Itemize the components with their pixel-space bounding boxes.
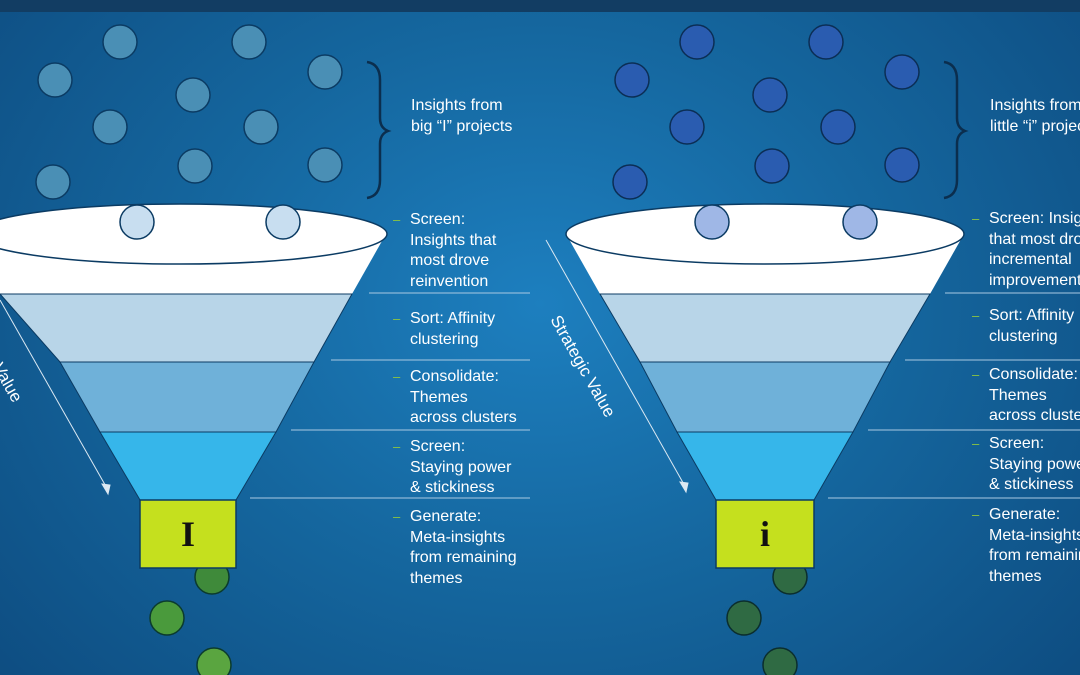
right-input-dots <box>612 24 920 200</box>
right-rim-dot <box>694 204 730 240</box>
stage-label: Consolidate: Themes across clusters <box>410 368 517 426</box>
input-dot <box>37 62 73 98</box>
input-dot <box>820 109 856 145</box>
left-funnel-band-3 <box>59 361 315 433</box>
input-dot <box>614 62 650 98</box>
right-stage-5: –Generate: Meta-insights from remaining … <box>972 505 1080 587</box>
right-source-label: Insights from little “i” projects <box>990 97 1080 135</box>
input-dot <box>808 24 844 60</box>
left-rim-dot <box>265 204 301 240</box>
input-dot <box>35 164 71 200</box>
stage-label: Generate: Meta-insights from remaining t… <box>989 506 1080 585</box>
stage-label: Screen: Staying power & stickiness <box>989 435 1080 493</box>
left-brace <box>366 60 392 200</box>
right-axis-arrow <box>545 239 689 494</box>
right-funnel-band-4 <box>676 431 854 501</box>
output-dot <box>149 600 185 636</box>
right-stage-4: –Screen: Staying power & stickiness <box>972 434 1080 496</box>
right-funnel-band-2 <box>599 293 931 363</box>
right-stem <box>715 499 815 569</box>
left-input-dots <box>35 24 343 200</box>
input-dot <box>102 24 138 60</box>
left-stage-2: –Sort: Affinity clustering <box>393 310 496 348</box>
right-funnel-rim <box>565 203 965 265</box>
left-stage-1: –Screen: Insights that most drove reinve… <box>393 211 497 290</box>
right-rim-dot <box>842 204 878 240</box>
right-stage-1: –Screen: Insights that most drove increm… <box>972 209 1080 291</box>
input-dot <box>307 54 343 90</box>
input-dot <box>307 147 343 183</box>
input-dot <box>92 109 128 145</box>
left-funnel-rim <box>0 203 388 265</box>
stage-label: Screen: Staying power & stickiness <box>410 438 512 496</box>
output-dot <box>726 600 762 636</box>
right-stem-letter: i <box>759 514 770 554</box>
input-dot <box>884 147 920 183</box>
right-stage-2: –Sort: Affinity clustering <box>972 307 1075 345</box>
left-stem <box>139 499 237 569</box>
left-funnel-band-2 <box>0 293 353 363</box>
top-bar <box>0 0 1080 12</box>
stage-label: Screen: Insights that most drove reinven… <box>410 211 497 290</box>
left-source-label: Insights from big “I” projects <box>411 97 513 135</box>
input-dot <box>177 148 213 184</box>
left-stem-letter: I <box>180 514 195 554</box>
input-dot <box>612 164 648 200</box>
input-dot <box>175 77 211 113</box>
output-dot <box>196 647 232 675</box>
stage-label: Sort: Affinity clustering <box>410 310 496 348</box>
input-dot <box>752 77 788 113</box>
left-stage-5: –Generate: Meta-insights from remaining … <box>393 508 517 587</box>
output-dot <box>762 647 798 675</box>
left-axis-arrow <box>0 299 111 496</box>
left-stage-3: –Consolidate: Themes across clusters <box>393 368 517 426</box>
input-dot <box>679 24 715 60</box>
stage-label: Screen: Insights that most drove increme… <box>989 210 1080 289</box>
left-dividers <box>250 292 530 499</box>
input-dot <box>754 148 790 184</box>
input-dot <box>669 109 705 145</box>
left-stage-4: –Screen: Staying power & stickiness <box>393 438 512 496</box>
stage-label: Sort: Affinity clustering <box>989 307 1075 345</box>
left-rim-dot <box>119 204 155 240</box>
right-brace <box>943 60 969 200</box>
right-dividers <box>828 292 1080 499</box>
left-funnel-band-4 <box>99 431 277 501</box>
right-stage-3: –Consolidate: Themes across clusters <box>972 365 1080 427</box>
input-dot <box>231 24 267 60</box>
stage-label: Consolidate: Themes across clusters <box>989 366 1080 424</box>
right-funnel-band-3 <box>639 361 891 433</box>
input-dot <box>243 109 279 145</box>
input-dot <box>884 54 920 90</box>
stage-label: Generate: Meta-insights from remaining t… <box>410 508 517 587</box>
